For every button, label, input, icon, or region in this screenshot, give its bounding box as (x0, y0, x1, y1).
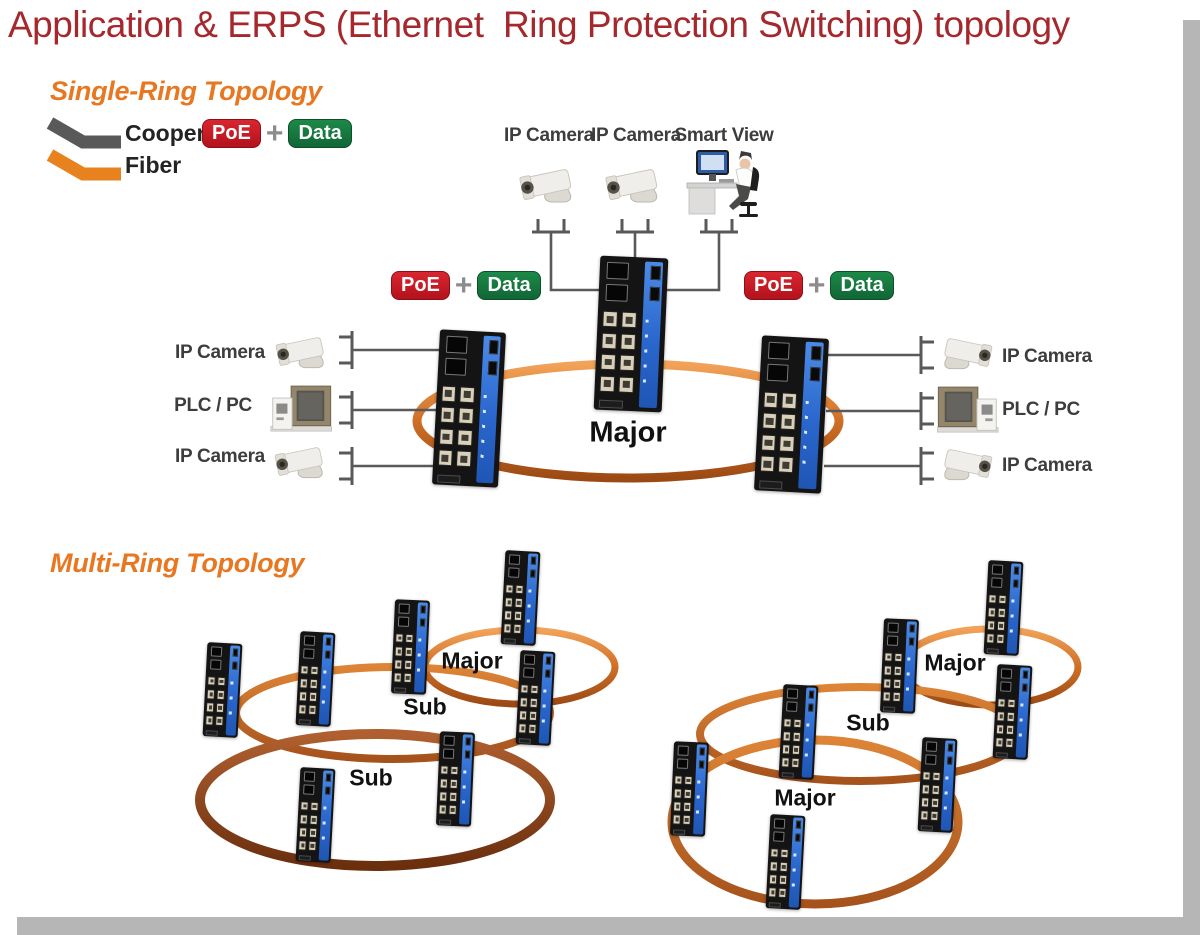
poe-badge: PoE (744, 271, 803, 300)
ip-camera-icon (604, 167, 659, 203)
smart-view-icon (686, 150, 761, 218)
ip-camera-icon (943, 336, 994, 370)
network-tap-icon (337, 389, 354, 431)
ethernet-switch (992, 664, 1033, 760)
ethernet-switch (500, 550, 541, 646)
legend-swatches (46, 117, 121, 181)
ethernet-switch (295, 631, 336, 727)
device-label: PLC / PC (1002, 399, 1080, 420)
device-label: IP Camera (1002, 346, 1092, 367)
ring-label-major: Major (924, 649, 986, 676)
plc-pc-icon (936, 386, 999, 433)
ethernet-switch (390, 599, 431, 695)
device-label: Smart View (674, 125, 774, 146)
network-tap-icon (530, 217, 572, 234)
ethernet-switch (753, 335, 830, 494)
network-tap-icon (337, 445, 354, 487)
legend-poe-data-badges: PoE + Data (202, 116, 352, 150)
ethernet-switch (202, 642, 243, 738)
device-label: IP Camera (591, 125, 681, 146)
multi-ring-heading: Multi-Ring Topology (50, 548, 305, 578)
network-tap-icon (919, 334, 936, 376)
ring-label-major: Major (441, 647, 503, 674)
device-label: IP Camera (504, 125, 594, 146)
bottom-edge-bar (17, 917, 1200, 935)
ethernet-switch (515, 650, 556, 746)
network-tap-icon (919, 390, 936, 432)
plus-sign: + (454, 268, 473, 302)
ip-camera-icon (518, 167, 573, 203)
single-ring-heading: Single-Ring Topology (50, 76, 322, 106)
ethernet-switch (435, 731, 476, 827)
poe-badge: PoE (391, 271, 450, 300)
single-ring-label: Major (589, 416, 667, 449)
left-poe-data-badges: PoE + Data (391, 268, 541, 302)
legend-copper-label: Cooper (125, 120, 206, 146)
plus-sign: + (807, 268, 826, 302)
ethernet-switch (879, 618, 920, 714)
data-badge: Data (830, 271, 894, 300)
ring-label-sub: Sub (403, 693, 447, 720)
network-tap-icon (614, 217, 656, 234)
ring-label-sub: Sub (349, 764, 393, 791)
plc-pc-icon (270, 385, 333, 432)
plus-sign: + (265, 116, 284, 150)
ethernet-switch (778, 684, 819, 780)
network-tap-icon (919, 445, 936, 487)
device-label: PLC / PC (174, 395, 252, 416)
network-tap-icon (337, 329, 354, 371)
ethernet-switch (765, 814, 806, 910)
ethernet-switch (917, 737, 958, 833)
data-badge: Data (288, 119, 352, 148)
device-label: IP Camera (175, 446, 265, 467)
page-title: Application & ERPS (Ethernet Ring Protec… (8, 4, 1070, 45)
ethernet-switch (669, 741, 710, 837)
poe-badge: PoE (202, 119, 261, 148)
ethernet-switch (431, 329, 507, 488)
network-tap-icon (698, 217, 740, 234)
right-edge-strip (1183, 20, 1200, 935)
copper-wires (352, 232, 921, 468)
legend-fiber-label: Fiber (125, 152, 182, 178)
ethernet-switch (983, 560, 1024, 656)
ring-label-major: Major (774, 784, 836, 811)
right-poe-data-badges: PoE + Data (744, 268, 894, 302)
ethernet-switch (295, 767, 336, 863)
device-label: IP Camera (175, 342, 265, 363)
ip-camera-icon (274, 335, 325, 369)
ethernet-switch (593, 255, 669, 413)
fiber-line-swatch (46, 149, 121, 181)
copper-line-swatch (46, 117, 121, 149)
ip-camera-icon (943, 447, 994, 481)
multi-left-sub2-ring (195, 729, 555, 871)
multi-right-major2-ring (667, 735, 963, 909)
data-badge: Data (477, 271, 541, 300)
ip-camera-icon (273, 445, 324, 479)
device-label: IP Camera (1002, 455, 1092, 476)
ring-label-sub: Sub (846, 709, 890, 736)
